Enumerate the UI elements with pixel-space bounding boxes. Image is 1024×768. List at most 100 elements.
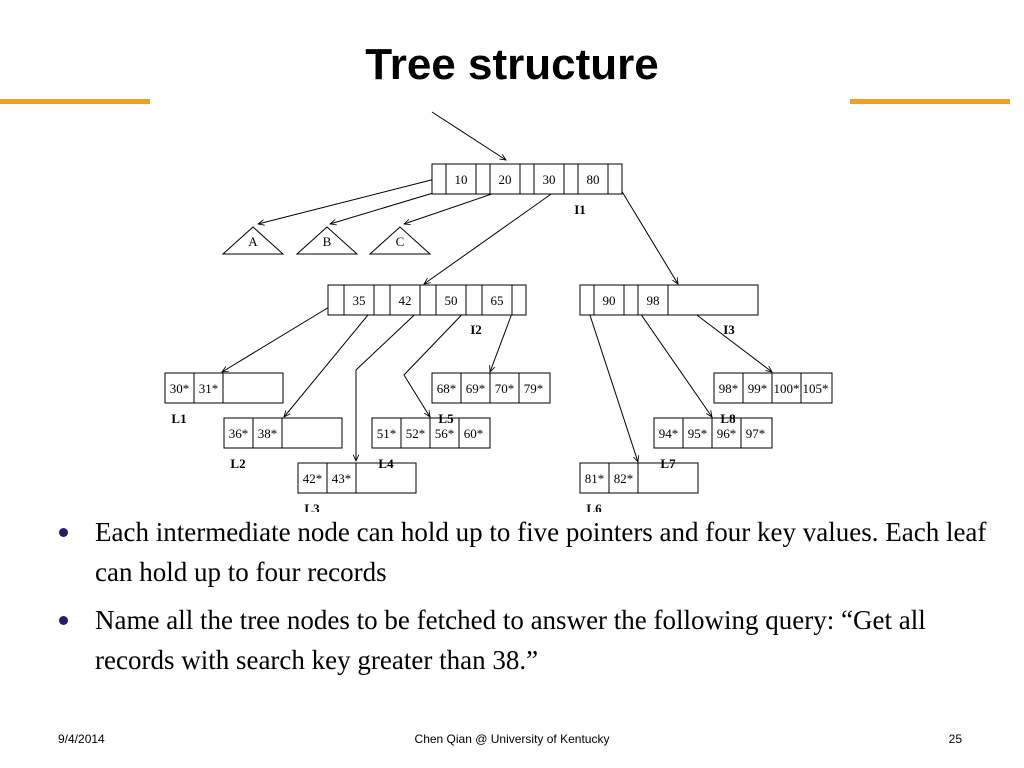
pointer-cell — [475, 163, 491, 195]
key-value: 98 — [647, 293, 660, 308]
record-key: 96* — [717, 426, 737, 441]
leaf-box — [223, 417, 343, 449]
leaf-box — [653, 417, 773, 449]
record-key: 95* — [688, 426, 708, 441]
pointer-cell — [419, 284, 437, 316]
leaf-node-L1 — [164, 372, 284, 404]
footer-date: 9/4/2014 — [58, 732, 105, 746]
key-cell — [481, 284, 513, 316]
pointer-cell — [563, 163, 579, 195]
record-key: 68* — [437, 381, 457, 396]
title-rule-right — [850, 99, 1010, 104]
record-key: 98* — [719, 381, 739, 396]
pointer-cell — [511, 284, 527, 316]
key-value: 90 — [603, 293, 616, 308]
record-key: 56* — [435, 426, 455, 441]
leaf-node-L4 — [371, 417, 491, 449]
key-value: 42 — [399, 293, 412, 308]
node-label-L4: L4 — [378, 456, 394, 471]
record-key: 99* — [748, 381, 768, 396]
key-value: 10 — [455, 172, 468, 187]
title-rule-left — [0, 99, 150, 104]
pointer-arrow — [222, 297, 345, 372]
record-key: 82* — [614, 471, 634, 486]
leaf-box — [431, 372, 551, 404]
key-value: 50 — [445, 293, 458, 308]
record-key: 31* — [199, 381, 219, 396]
pointer-arrow — [630, 299, 712, 417]
bullet-text: Each intermediate node can hold up to fi… — [95, 517, 987, 587]
bullet-list: Each intermediate node can hold up to fi… — [58, 512, 998, 688]
subtree-B — [295, 226, 359, 255]
tree-node-I1 — [431, 163, 623, 195]
key-cell — [637, 284, 669, 316]
pointer-arrow — [584, 299, 638, 462]
pointer-cell — [431, 163, 447, 195]
leaf-box — [579, 462, 699, 494]
record-key: 38* — [258, 426, 278, 441]
node-label-L7: L7 — [660, 456, 676, 471]
bullet-item: Each intermediate node can hold up to fi… — [58, 512, 998, 592]
subtree-A — [221, 226, 285, 255]
node-label-I2: I2 — [470, 322, 482, 337]
pointer-cell — [623, 284, 639, 316]
key-cell — [343, 284, 375, 316]
pointer-cell — [465, 284, 483, 316]
record-key: 52* — [406, 426, 426, 441]
pointer-arrow — [614, 179, 678, 284]
pointer-arrow — [356, 301, 429, 461]
node-label-L5: L5 — [438, 411, 454, 426]
key-cell — [593, 284, 625, 316]
footer-author: Chen Qian @ University of Kentucky — [414, 732, 610, 746]
pointer-arrow — [424, 179, 572, 284]
node-label-I3: I3 — [723, 322, 735, 337]
leaf-node-L7 — [653, 417, 773, 449]
slide-number: 25 — [948, 732, 962, 746]
leaf-box — [371, 417, 491, 449]
key-value: 20 — [499, 172, 512, 187]
subtree-C — [368, 226, 432, 255]
record-key: 36* — [229, 426, 249, 441]
tree-node-I3 — [579, 284, 759, 316]
record-key: 100* — [774, 381, 800, 396]
root-entry-arrow — [431, 111, 506, 160]
subtree-label: B — [323, 234, 332, 249]
pointer-cell — [667, 284, 759, 316]
record-key: 51* — [377, 426, 397, 441]
key-value: 35 — [353, 293, 366, 308]
leaf-node-L5 — [431, 372, 551, 404]
key-cell — [445, 163, 477, 195]
pointer-cell — [519, 163, 535, 195]
leaf-box — [713, 372, 833, 404]
record-key: 60* — [464, 426, 484, 441]
pointer-cell — [327, 284, 345, 316]
node-label-L6: L6 — [586, 501, 602, 512]
record-key: 94* — [659, 426, 679, 441]
leaf-node-L6 — [579, 462, 699, 494]
record-key: 105* — [803, 381, 829, 396]
node-label-L3: L3 — [304, 501, 320, 512]
key-cell — [533, 163, 565, 195]
pointer-cell — [579, 284, 595, 316]
key-cell — [389, 284, 421, 316]
bullet-dot-icon — [59, 528, 68, 537]
leaf-node-L3 — [297, 462, 417, 494]
node-label-L1: L1 — [171, 411, 186, 426]
node-label-L2: L2 — [230, 456, 245, 471]
tree-node-I2 — [327, 284, 527, 316]
pointer-arrow — [403, 301, 475, 417]
record-key: 42* — [303, 471, 323, 486]
key-value: 30 — [543, 172, 556, 187]
leaf-node-L2 — [223, 417, 343, 449]
leaf-node-L8 — [713, 372, 833, 404]
record-key: 43* — [332, 471, 352, 486]
key-value: 65 — [491, 293, 504, 308]
record-key: 70* — [495, 381, 515, 396]
subtree-label: C — [396, 234, 405, 249]
key-value: 80 — [587, 172, 600, 187]
node-label-L8: L8 — [720, 411, 736, 426]
pointer-arrow — [284, 297, 383, 417]
record-key: 30* — [170, 381, 190, 396]
record-key: 81* — [585, 471, 605, 486]
